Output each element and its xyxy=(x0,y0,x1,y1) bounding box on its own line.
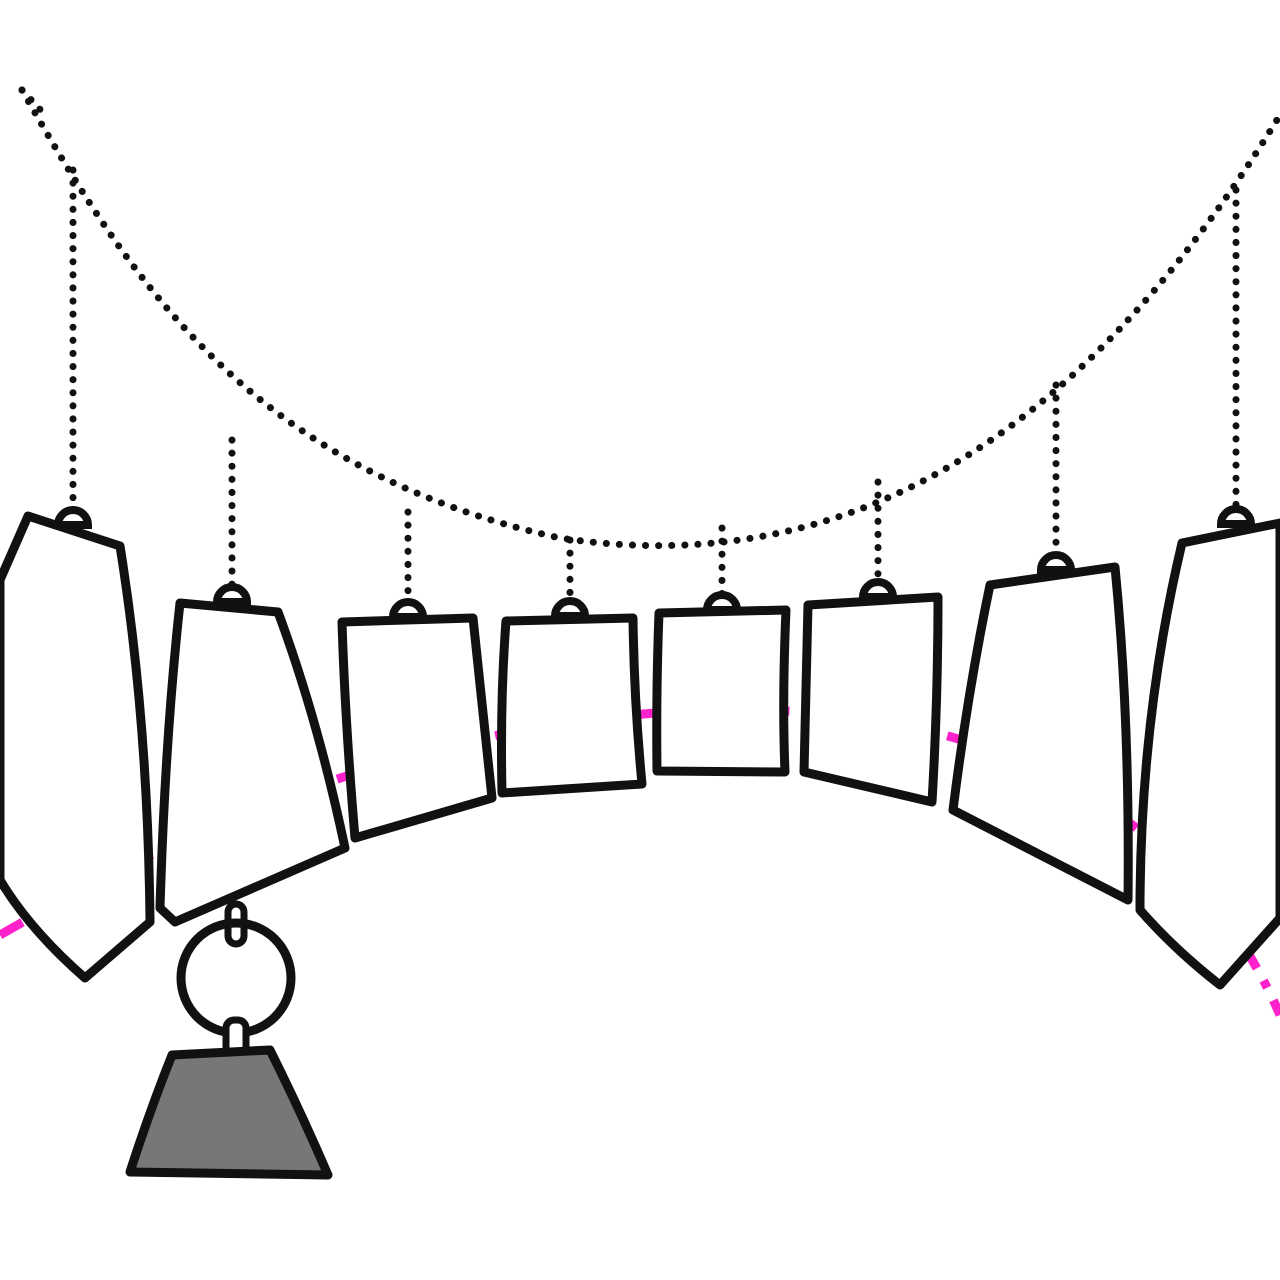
block-4 xyxy=(497,613,647,798)
block-7 xyxy=(948,562,1133,905)
block-8 xyxy=(1135,518,1280,990)
hook-3 xyxy=(388,598,428,621)
hook-4 xyxy=(550,597,590,620)
hook-7 xyxy=(1036,551,1076,574)
catenary-string xyxy=(18,86,1280,550)
block-6 xyxy=(799,592,943,807)
block-3 xyxy=(337,613,497,843)
hook-1 xyxy=(53,506,93,529)
hook-8 xyxy=(1216,505,1256,528)
block-1 xyxy=(0,511,155,983)
hanger-strings xyxy=(69,166,1240,607)
block-2 xyxy=(155,598,350,927)
hook-6 xyxy=(858,578,898,601)
arch-blocks xyxy=(0,511,1280,990)
hanging-weight xyxy=(125,900,333,1180)
trapezoid-weight xyxy=(125,1045,333,1180)
hook-2 xyxy=(212,583,252,606)
block-5 xyxy=(652,605,791,777)
